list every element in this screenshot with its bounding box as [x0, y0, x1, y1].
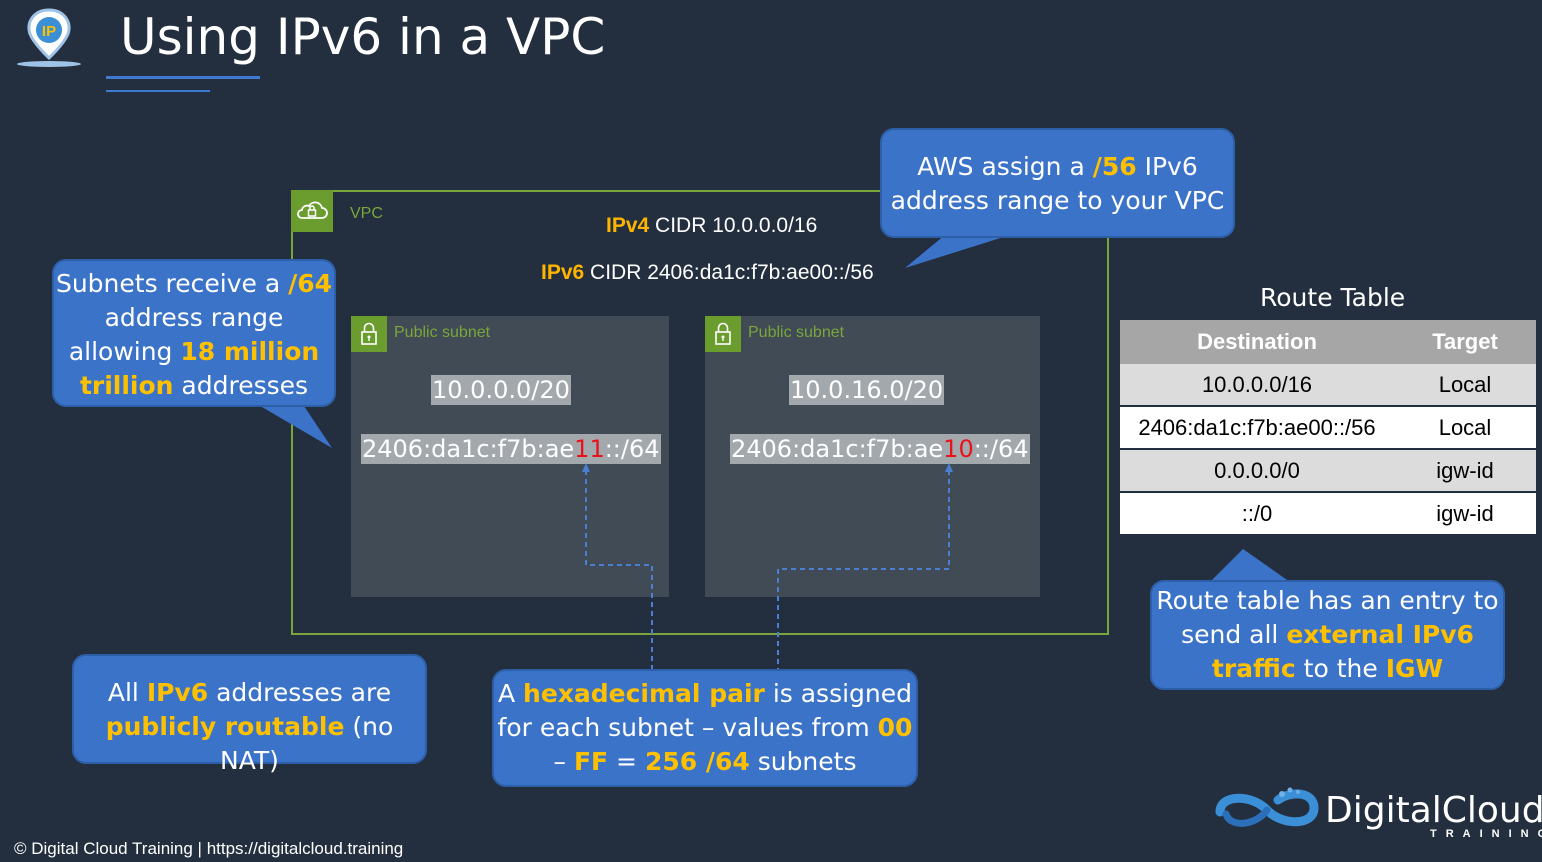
subnet-1-label: Public subnet — [394, 324, 491, 341]
ip-logo-icon: IP — [14, 6, 84, 70]
subnet-2-ipv6: 2406:da1c:f7b:ae10::/64 — [730, 434, 1030, 464]
ipv6-prefix: IPv6 — [541, 261, 585, 284]
table-row: ::/0 igw-id — [1120, 492, 1536, 536]
route-destination: ::/0 — [1120, 492, 1394, 536]
ipv4-cidr-value: CIDR 10.0.0.0/16 — [649, 214, 818, 237]
brand-name: DigitalCloud — [1325, 790, 1542, 831]
ipv4-prefix: IPv4 — [606, 214, 650, 237]
route-table: Destination Target 10.0.0.0/16 Local 240… — [1120, 320, 1536, 536]
page-title: Using IPv6 in a VPC — [120, 8, 606, 66]
subnet-2-label: Public subnet — [748, 324, 845, 341]
ip-logo-text: IP — [42, 23, 56, 40]
subnet-2-ipv4: 10.0.16.0/20 — [789, 375, 945, 405]
subnet-1-ipv6-pre: 2406:da1c:f7b:ae — [362, 435, 575, 463]
route-table-header-target: Target — [1394, 320, 1536, 364]
route-destination: 2406:da1c:f7b:ae00::/56 — [1120, 406, 1394, 450]
vpc-ipv4-cidr: IPv4 CIDR 10.0.0.0/16 — [606, 214, 817, 238]
subnet-2-ipv6-hex: 10 — [943, 435, 974, 463]
title-underline — [106, 76, 260, 79]
route-destination: 0.0.0.0/0 — [1120, 449, 1394, 493]
title-underline-secondary — [106, 90, 210, 92]
route-table-header-row: Destination Target — [1120, 320, 1536, 364]
digitalcloud-logo-icon — [1212, 782, 1322, 837]
lock-icon — [705, 316, 741, 352]
route-target: igw-id — [1394, 449, 1536, 493]
subnet-1-ipv6: 2406:da1c:f7b:ae11::/64 — [361, 434, 661, 464]
callout-publicly-routable: All IPv6 addresses are publicly routable… — [72, 654, 427, 775]
table-row: 2406:da1c:f7b:ae00::/56 Local — [1120, 406, 1536, 450]
callout-route-entry: Route table has an entry to send all ext… — [1150, 580, 1505, 690]
callout-aws-assign: AWS assign a /56 IPv6 address range to y… — [880, 128, 1235, 238]
ipv6-cidr-value: CIDR 2406:da1c:f7b:ae00::/56 — [584, 261, 874, 284]
route-table-header-destination: Destination — [1120, 320, 1394, 364]
route-target: Local — [1394, 406, 1536, 450]
route-target: Local — [1394, 364, 1536, 407]
vpc-ipv6-cidr: IPv6 CIDR 2406:da1c:f7b:ae00::/56 — [541, 261, 874, 285]
table-row: 0.0.0.0/0 igw-id — [1120, 449, 1536, 493]
route-destination: 10.0.0.0/16 — [1120, 364, 1394, 407]
subnet-1-ipv4: 10.0.0.0/20 — [431, 375, 571, 405]
footer-copyright: © Digital Cloud Training | https://digit… — [14, 839, 404, 858]
brand-subtitle: TRAINING — [1430, 828, 1542, 840]
callout-subnets-receive: Subnets receive a /64 address range allo… — [52, 259, 336, 407]
vpc-label: VPC — [350, 205, 383, 222]
route-table-title: Route Table — [1260, 283, 1406, 312]
callout-hex-pair: A hexadecimal pair is assigned for each … — [492, 669, 918, 787]
subnet-1-ipv6-post: ::/64 — [604, 435, 660, 463]
subnet-1-ipv6-hex: 11 — [574, 435, 605, 463]
subnet-2-ipv6-pre: 2406:da1c:f7b:ae — [731, 435, 944, 463]
subnet-2-ipv6-post: ::/64 — [973, 435, 1029, 463]
vpc-cloud-icon — [291, 190, 333, 232]
route-target: igw-id — [1394, 492, 1536, 536]
table-row: 10.0.0.0/16 Local — [1120, 364, 1536, 407]
lock-icon — [351, 316, 387, 352]
